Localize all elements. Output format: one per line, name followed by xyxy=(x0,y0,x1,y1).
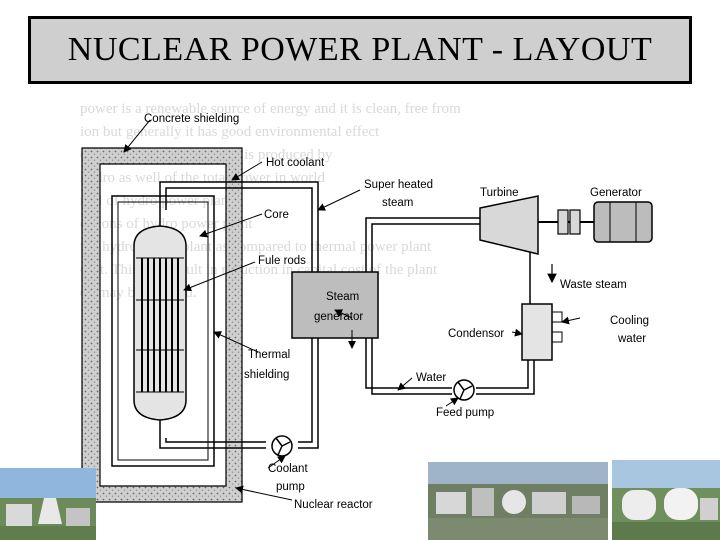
label-waste-steam: Waste steam xyxy=(560,279,627,291)
label-steam: steam xyxy=(382,197,413,209)
thermal-shielding xyxy=(111,195,215,467)
coolant-pump xyxy=(271,435,293,457)
slide-title: NUCLEAR POWER PLANT - LAYOUT xyxy=(67,31,653,68)
label-generator: Generator xyxy=(590,187,642,199)
label-water-cooling: water xyxy=(617,333,646,345)
plant-photo-left xyxy=(0,468,96,540)
feedwater-pipe xyxy=(365,338,535,395)
fuel-rods xyxy=(141,258,179,392)
concrete-shielding xyxy=(81,147,243,503)
cooling-water-coil xyxy=(551,311,563,352)
background-text-line: cations of hydro power plant xyxy=(80,216,253,232)
steam-generator xyxy=(291,271,379,339)
label-concrete-shielding: Concrete shielding xyxy=(144,113,239,125)
label-cooling: Cooling xyxy=(610,315,649,327)
hot-coolant-pipe xyxy=(159,181,319,272)
slide-title-box: NUCLEAR POWER PLANT - LAYOUT xyxy=(28,16,692,84)
plant-photo-right xyxy=(612,460,720,540)
label-nuclear-reactor: Nuclear reactor xyxy=(294,499,373,511)
condenser xyxy=(521,303,553,361)
label-water: Water xyxy=(416,372,446,384)
label-shielding: shielding xyxy=(244,369,289,381)
label-thermal: Thermal xyxy=(248,349,290,361)
label-coolant: Coolant xyxy=(268,463,308,475)
label-super-heated: Super heated xyxy=(364,179,433,191)
label-core: Core xyxy=(264,209,289,221)
plant-photo-middle xyxy=(428,462,608,540)
steam-pipe xyxy=(365,217,480,272)
label-turbine: Turbine xyxy=(480,187,519,199)
feed-pump xyxy=(453,379,475,401)
background-text-line: power is a renewable source of energy an… xyxy=(80,101,461,117)
label-condensor: Condensor xyxy=(448,328,504,340)
turbine xyxy=(479,195,539,255)
label-pump: pump xyxy=(276,481,305,493)
label-steam-gen-1: Steam xyxy=(326,291,359,303)
background-text-line: ion but generally it has good environmen… xyxy=(80,124,380,140)
label-hot-coolant: Hot coolant xyxy=(266,157,325,169)
label-feed-pump: Feed pump xyxy=(436,407,494,419)
label-steam-gen-2: generator xyxy=(314,311,363,323)
generator xyxy=(593,201,653,243)
label-fule-rods: Fule rods xyxy=(258,255,306,267)
coolant-return-pipe xyxy=(159,338,319,449)
